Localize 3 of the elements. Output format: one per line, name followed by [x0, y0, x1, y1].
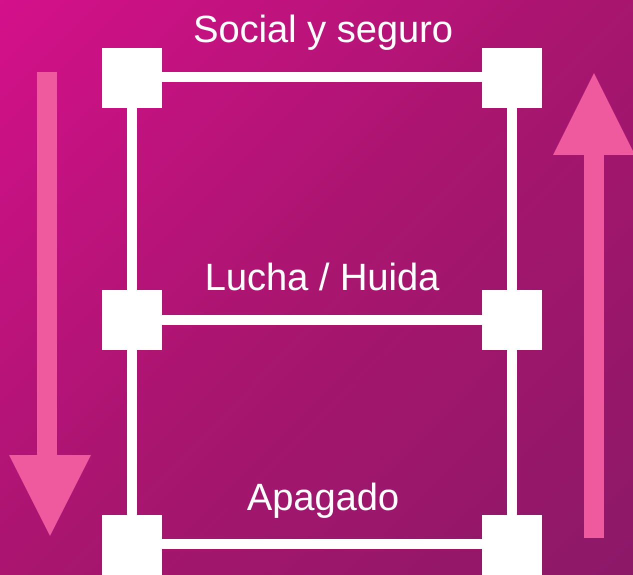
level-label: Apagado [246, 479, 400, 517]
level-label: Lucha / Huida [204, 259, 440, 297]
level-label: Social y seguro [193, 11, 453, 49]
